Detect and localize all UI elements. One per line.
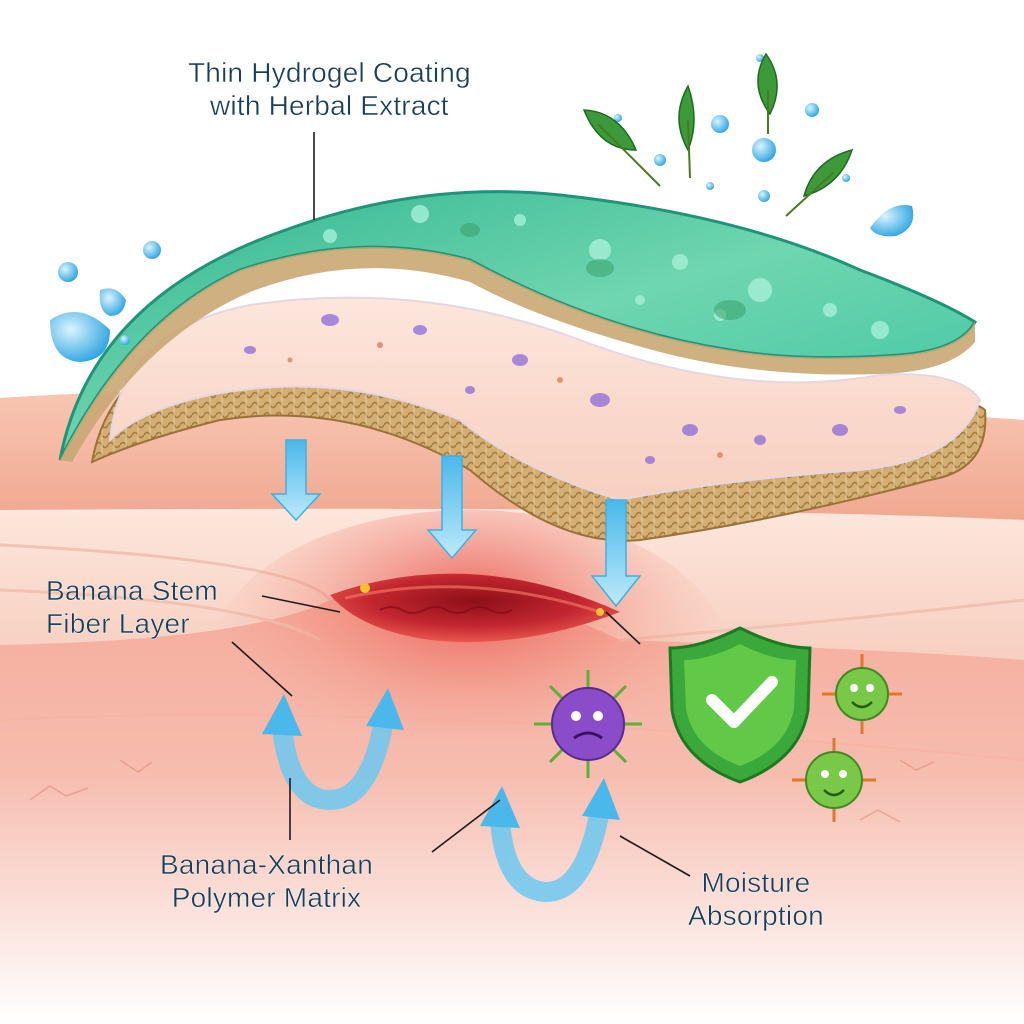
label-hydrogel-line2: with Herbal Extract (210, 90, 449, 121)
water-droplet-icon (870, 204, 914, 237)
label-fiber-line2: Fiber Layer (46, 608, 190, 639)
down-arrow-icon (590, 499, 642, 608)
water-droplet-icon (143, 241, 161, 259)
herbal-leaves (582, 52, 854, 217)
water-droplet-icon (50, 312, 110, 362)
label-polymer-line2: Polymer Matrix (171, 882, 362, 913)
down-arrow-icon (426, 455, 478, 560)
water-droplet-icon (752, 138, 776, 162)
leaf-icon (757, 52, 778, 134)
virus-icon (534, 670, 642, 778)
label-polymer-matrix: Banana-Xanthan Polymer Matrix (160, 848, 373, 914)
water-droplet-icon (120, 335, 130, 345)
water-droplet-icon (706, 182, 714, 190)
water-droplet-icon (805, 103, 819, 117)
label-fiber-line1: Banana Stem (46, 575, 218, 606)
water-droplet-icon (758, 190, 770, 202)
bacteria-icon (822, 654, 902, 734)
water-droplet-icon (711, 115, 729, 133)
label-hydrogel-coating: Thin Hydrogel Coating with Herbal Extrac… (188, 56, 471, 122)
hydrogel-coating-layer (58, 190, 977, 462)
banana-xanthan-polymer-matrix (108, 296, 982, 502)
circular-arrow-heads (262, 688, 620, 828)
water-droplet-icon (654, 154, 666, 166)
water-droplet-icon (58, 262, 78, 282)
leaf-icon (785, 148, 854, 217)
leaf-icon (582, 109, 661, 187)
circular-arrow-icon (490, 800, 610, 903)
down-arrows (270, 439, 642, 608)
bacteria-icon (792, 738, 876, 822)
water-droplet-icon (99, 288, 126, 316)
leader-lines (231, 132, 691, 877)
circulation-arrows (272, 710, 610, 903)
circular-arrow-icon (272, 710, 394, 811)
label-hydrogel-line1: Thin Hydrogel Coating (188, 57, 471, 88)
water-droplet-icon (842, 174, 850, 182)
label-moisture-line2: Absorption (688, 900, 824, 931)
water-droplet-icon (614, 114, 622, 122)
label-polymer-line1: Banana-Xanthan (160, 849, 373, 880)
label-moisture-absorption: Moisture Absorption (688, 866, 824, 932)
water-droplets (50, 54, 914, 362)
wound (330, 573, 620, 643)
shield-check-icon (668, 626, 812, 784)
label-moisture-line1: Moisture (701, 867, 811, 898)
down-arrow-icon (270, 439, 322, 522)
leaf-icon (678, 84, 695, 179)
label-fiber-layer: Banana Stem Fiber Layer (46, 574, 218, 640)
